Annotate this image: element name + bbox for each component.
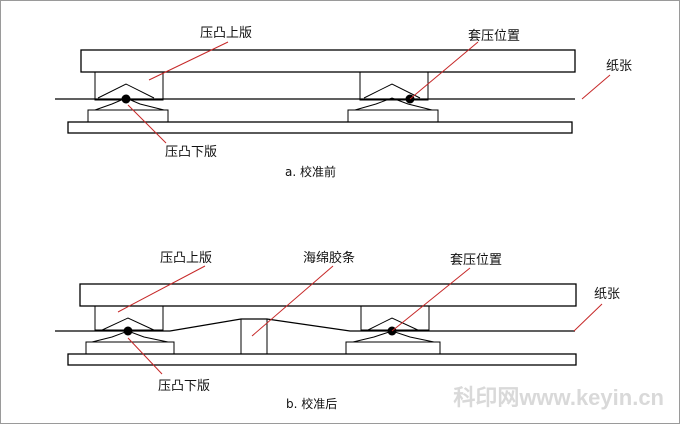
watermark-text: 科印网www.keyin.cn (453, 385, 664, 410)
bump-lower-right-a (354, 97, 433, 111)
leader-lower-plate-b (127, 337, 163, 375)
caption-b: b. 校准后 (286, 396, 337, 411)
lower-die-left-a (87, 109, 169, 123)
label-upper-plate-b: 压凸上版 (160, 251, 212, 266)
upper-plate-a (80, 49, 576, 73)
leader-paper-b (573, 303, 603, 332)
bump-upper-right-b (365, 317, 421, 332)
bump-upper-left-a (97, 83, 155, 99)
label-paper-a: 纸张 (606, 59, 632, 74)
bump-upper-left-b (99, 317, 157, 332)
upper-plate-b (79, 283, 577, 307)
lower-plate-a (67, 121, 573, 134)
bump-upper-right-a (363, 83, 421, 99)
diagram-a: 压凸上版 套压位置 纸张 压凸下版 a. 校准前 (55, 26, 632, 179)
emboss-point-left-a (121, 94, 131, 104)
label-paper-b: 纸张 (594, 287, 620, 302)
label-lower-plate-b: 压凸下版 (158, 379, 210, 394)
leader-register-a (409, 41, 479, 100)
label-register-b: 套压位置 (450, 252, 502, 268)
caption-a: a. 校准前 (285, 164, 336, 179)
leader-lower-plate-a (127, 104, 167, 144)
upper-die-right-a (359, 71, 429, 101)
label-register-a: 套压位置 (468, 28, 520, 44)
leader-upper-plate-b (117, 265, 206, 313)
label-upper-plate-a: 压凸上版 (200, 26, 252, 41)
lower-die-left-b (85, 341, 175, 355)
lower-plate-b (67, 353, 577, 366)
leader-paper-a (581, 74, 611, 100)
lower-die-right-b (345, 341, 441, 355)
leader-register-b (391, 267, 471, 332)
emboss-point-left-b (123, 326, 133, 336)
diagram-b: 压凸上版 海绵胶条 套压位置 纸张 压凸下版 b. 校准后 (55, 250, 620, 411)
leader-upper-plate-a (148, 41, 229, 81)
label-lower-plate-a: 压凸下版 (165, 145, 217, 160)
leader-sponge (251, 265, 334, 337)
paper-line-b (55, 318, 575, 332)
sponge-strip (240, 318, 268, 356)
lower-die-right-a (347, 109, 439, 123)
label-sponge: 海绵胶条 (303, 250, 355, 266)
